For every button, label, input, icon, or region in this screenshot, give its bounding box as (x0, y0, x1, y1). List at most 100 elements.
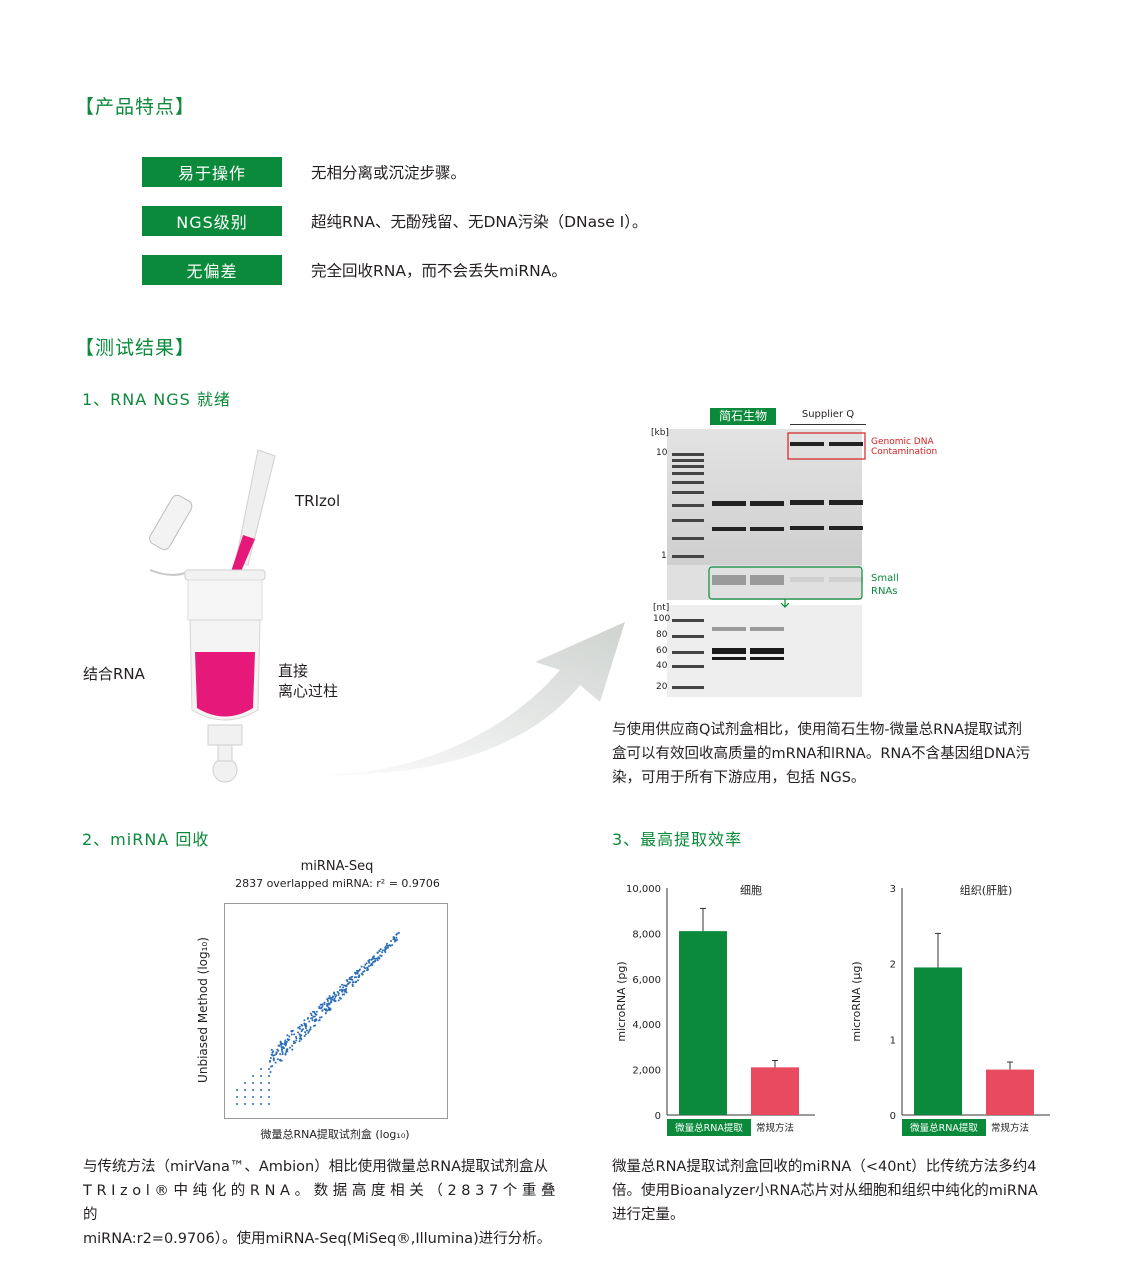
column-cap-icon (149, 494, 193, 576)
scatter-point (367, 965, 370, 968)
scatter-point (279, 1043, 282, 1046)
scatter-point (280, 1046, 283, 1049)
sample-bands (712, 442, 863, 531)
scatter-point (349, 978, 352, 981)
y-axis-label: microRNA (μg) (850, 961, 863, 1041)
spin-column-illustration (149, 449, 625, 783)
scatter-point (381, 949, 384, 952)
scatter-point (318, 1019, 321, 1022)
scatter-point (281, 1042, 284, 1045)
scatter-point (313, 1010, 316, 1013)
scatter-point (274, 1061, 277, 1064)
scatter-point (372, 960, 375, 963)
scatter-point (279, 1059, 281, 1061)
y-tick-label: 10,000 (626, 884, 661, 895)
scatter-point (312, 1015, 315, 1018)
scatter-point (328, 1007, 331, 1010)
scatter-point (268, 1082, 270, 1084)
scatter-point (270, 1053, 273, 1056)
scatter-point (244, 1082, 246, 1084)
scatter-point (303, 1022, 306, 1025)
small-rna-label-2: RNAs (871, 586, 898, 597)
scatter-point (293, 1042, 295, 1045)
scatter-point (276, 1048, 279, 1051)
results-title: 【测试结果】 (75, 337, 196, 359)
lane-group-jianshi: 简石生物 (710, 408, 776, 425)
spin-column-icon (184, 569, 266, 783)
scatter-point (268, 1075, 270, 1077)
y-tick-label: 6,000 (632, 975, 661, 986)
kb-10: 10 (656, 448, 668, 458)
feature-tag-unbiased: 无偏差 (142, 255, 282, 285)
scatter-point (309, 1012, 312, 1015)
scatter-point (277, 1044, 280, 1047)
feature-text-ngs: 超纯RNA、无酚残留、无DNA污染（DNase I）。 (311, 213, 648, 231)
scatter-point (244, 1103, 246, 1105)
category-label: 常规方法 (756, 1122, 794, 1134)
scatter-point (260, 1103, 262, 1105)
scatter-point (320, 1016, 323, 1019)
scatter-point (320, 1006, 323, 1009)
gel-image (667, 429, 866, 697)
scatter-point (304, 1025, 307, 1028)
mirna-caption: 与传统方法（mirVana™、Ambion）相比使用微量总RNA提取试剂盒从 T… (83, 1155, 573, 1251)
y-tick-label: 2,000 (632, 1066, 661, 1077)
nt-60: 60 (656, 646, 668, 656)
scatter-point (373, 955, 375, 958)
scatter-point (295, 1039, 298, 1042)
chart-title: 组织(肝脏) (960, 883, 1013, 897)
feature-tag-ngs: NGS级别 (142, 206, 282, 236)
lane-group-supplier: Supplier Q (801, 409, 855, 420)
scatter-point (306, 1017, 309, 1020)
feature-tag-easy: 易于操作 (142, 157, 282, 187)
scatter-point (310, 1014, 313, 1017)
process-arrow-icon (265, 622, 625, 776)
scatter-point (272, 1058, 275, 1061)
caption-line: 与使用供应商Q试剂盒相比，使用简石生物-微量总RNA提取试剂 (612, 722, 1022, 738)
genomic-dna-label-1: Genomic DNA (871, 437, 934, 447)
scatter-point (327, 1008, 330, 1011)
category-label: 微量总RNA提取 (675, 1122, 743, 1134)
scatter-point (331, 996, 334, 999)
scatter-point (306, 1029, 308, 1032)
scatter-point (281, 1049, 283, 1051)
scatter-point (383, 949, 386, 952)
scatter-point (336, 990, 339, 993)
scatter-point (333, 997, 336, 1000)
scatter-point (337, 993, 340, 996)
category-label-box (902, 1119, 986, 1136)
scatter-point (343, 993, 346, 996)
scatter-point (335, 994, 338, 997)
scatter-point (252, 1082, 254, 1084)
scatter-point (311, 1019, 314, 1022)
scatter-point (298, 1040, 301, 1043)
scatter-point (281, 1051, 284, 1054)
bind-rna-label: 结合RNA (83, 665, 145, 683)
scatter-point (290, 1030, 293, 1032)
scatter-point (284, 1041, 287, 1044)
scatter-point (281, 1053, 284, 1056)
scatter-point (339, 997, 342, 1000)
scatter-point (369, 964, 372, 967)
scatter-point (353, 976, 356, 979)
scatter-point (356, 972, 359, 975)
spin-label: 离心过柱 (278, 682, 339, 700)
scatter-xlabel: 微量总RNA提取试剂盒 (log₁₀) (260, 1128, 410, 1141)
scatter-point (315, 1013, 318, 1016)
scatter-point (271, 1065, 274, 1068)
scatter-point (292, 1040, 295, 1043)
y-tick-label: 4,000 (632, 1020, 661, 1031)
scatter-point (379, 948, 382, 951)
scatter-point (324, 1012, 327, 1015)
scatter-point (363, 966, 366, 969)
scatter-point (309, 1026, 312, 1029)
kb-unit: [kb] (651, 428, 669, 438)
scatter-point (298, 1033, 301, 1036)
scatter-point (293, 1033, 296, 1036)
scatter-point (344, 984, 347, 987)
bar (914, 967, 962, 1115)
supplier-underline (790, 424, 866, 425)
scatter-point (236, 1103, 238, 1105)
scatter-point (252, 1103, 254, 1105)
scatter-point (319, 1003, 322, 1006)
